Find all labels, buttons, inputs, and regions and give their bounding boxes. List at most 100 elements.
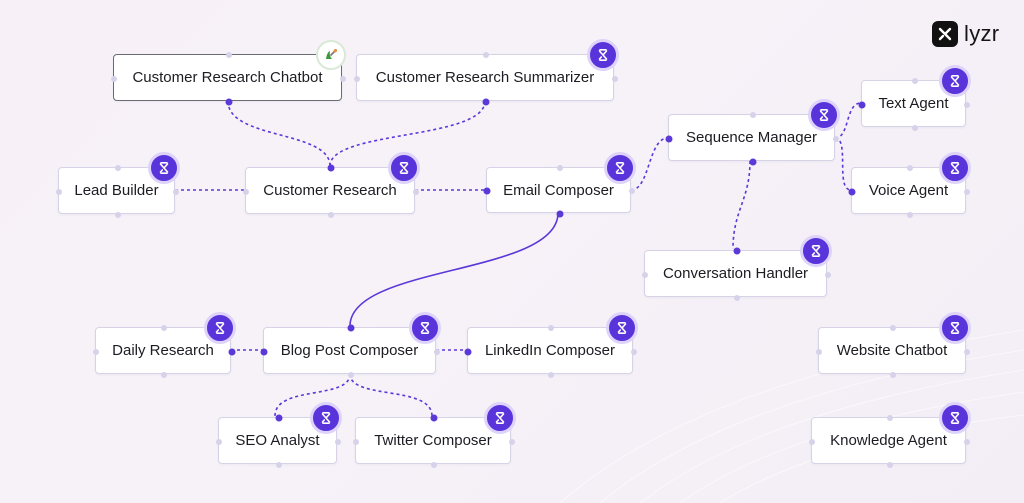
node-tc[interactable]: Twitter Composer [353, 402, 516, 468]
port-t[interactable] [886, 415, 893, 421]
node-seo[interactable]: SEO Analyst [216, 402, 342, 468]
port-b[interactable] [749, 158, 756, 166]
port-l[interactable] [260, 348, 268, 355]
agent-icon [939, 312, 971, 344]
port-r[interactable] [335, 438, 341, 445]
agent-icon [939, 65, 971, 97]
port-t[interactable] [911, 78, 918, 84]
node-ka[interactable]: Knowledge Agent [809, 402, 971, 468]
agent-icon [388, 152, 420, 184]
port-l[interactable] [642, 271, 648, 278]
port-r[interactable] [825, 271, 831, 278]
port-b[interactable] [161, 372, 167, 378]
agent-icon [939, 402, 971, 434]
node-va[interactable]: Voice Agent [848, 152, 971, 218]
port-b[interactable] [275, 462, 282, 468]
edge-sm-ta [834, 102, 862, 139]
port-t[interactable] [548, 325, 554, 331]
port-l[interactable] [354, 75, 360, 82]
port-l[interactable] [464, 348, 472, 355]
port-l[interactable] [56, 188, 62, 195]
port-r[interactable] [964, 101, 970, 108]
port-t[interactable] [114, 165, 121, 171]
port-r[interactable] [413, 188, 419, 195]
port-r[interactable] [509, 438, 515, 445]
port-r[interactable] [173, 188, 179, 195]
port-r[interactable] [340, 75, 346, 82]
port-l[interactable] [93, 348, 99, 355]
port-l[interactable] [111, 75, 117, 82]
port-b[interactable] [556, 210, 563, 218]
node-ch[interactable]: Conversation Handler [642, 235, 832, 301]
port-r[interactable] [228, 348, 236, 355]
port-t[interactable] [906, 165, 913, 171]
node-crs[interactable]: Customer Research Summarizer [354, 39, 619, 106]
node-ta[interactable]: Text Agent [858, 65, 971, 131]
port-b[interactable] [890, 372, 896, 378]
port-b[interactable] [225, 98, 232, 106]
node-label: Email Composer [503, 181, 614, 199]
port-b[interactable] [911, 125, 918, 131]
node-ec[interactable]: Email Composer [483, 152, 636, 218]
node-wc[interactable]: Website Chatbot [816, 312, 971, 378]
node-bpc[interactable]: Blog Post Composer [260, 312, 441, 378]
port-b[interactable] [114, 212, 121, 218]
port-b[interactable] [347, 372, 354, 378]
port-t[interactable] [161, 325, 167, 331]
port-l[interactable] [665, 135, 673, 142]
node-label: SEO Analyst [235, 432, 320, 449]
node-cr[interactable]: Customer Research [243, 152, 420, 218]
port-r[interactable] [612, 75, 618, 82]
port-t[interactable] [347, 324, 354, 332]
port-t[interactable] [890, 325, 896, 331]
node-lc[interactable]: LinkedIn Composer [464, 312, 638, 378]
port-l[interactable] [816, 348, 822, 355]
port-b[interactable] [328, 212, 334, 218]
node-crc[interactable]: Customer Research Chatbot [111, 40, 346, 106]
port-l[interactable] [809, 438, 815, 445]
port-l[interactable] [243, 188, 249, 195]
port-r[interactable] [964, 348, 970, 355]
port-l[interactable] [216, 438, 222, 445]
port-b[interactable] [733, 295, 740, 301]
brand-logo: lyzr [932, 20, 999, 48]
node-label: Voice Agent [868, 182, 949, 199]
port-b[interactable] [431, 462, 437, 468]
port-t[interactable] [225, 52, 232, 58]
agent-icon [604, 152, 636, 184]
port-t[interactable] [327, 164, 335, 172]
node-label: Twitter Composer [374, 432, 492, 449]
port-t[interactable] [733, 247, 740, 255]
edge-sm-ch [732, 160, 751, 250]
port-l[interactable] [483, 187, 491, 195]
port-b[interactable] [886, 462, 893, 468]
port-l[interactable] [848, 188, 856, 195]
port-b[interactable] [906, 212, 913, 218]
node-label: Lead Builder [74, 182, 159, 199]
node-sm[interactable]: Sequence Manager [665, 99, 840, 166]
edge-sm-va [834, 137, 852, 191]
port-b[interactable] [548, 372, 554, 378]
port-t[interactable] [749, 112, 756, 118]
node-label: LinkedIn Composer [484, 342, 616, 359]
port-r[interactable] [434, 348, 440, 355]
port-t[interactable] [556, 165, 563, 171]
port-t[interactable] [430, 414, 438, 422]
port-r[interactable] [964, 188, 970, 195]
port-r[interactable] [964, 438, 970, 445]
port-t[interactable] [275, 414, 282, 422]
port-l[interactable] [858, 101, 866, 108]
node-label: Daily Research [112, 342, 214, 359]
port-t[interactable] [483, 52, 489, 58]
agent-icon [606, 312, 638, 344]
port-r[interactable] [833, 135, 839, 142]
node-lb[interactable]: Lead Builder [56, 152, 180, 218]
port-r[interactable] [631, 348, 637, 355]
agent-icon [939, 152, 971, 184]
port-l[interactable] [353, 438, 359, 445]
node-label: Sequence Manager [686, 129, 817, 146]
node-dr[interactable]: Daily Research [93, 312, 236, 378]
port-b[interactable] [482, 98, 490, 106]
port-r[interactable] [629, 188, 635, 194]
